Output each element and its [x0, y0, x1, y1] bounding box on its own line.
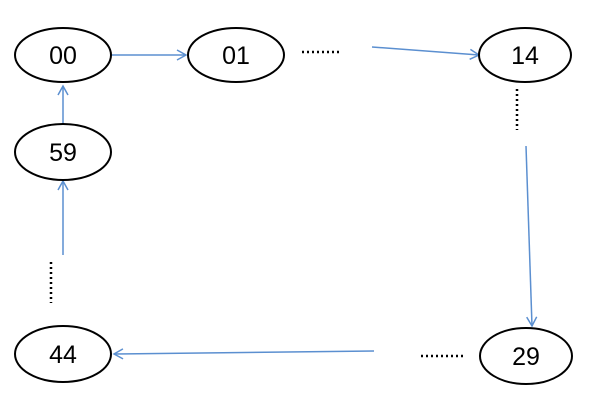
node-label: 29 [512, 343, 540, 371]
node-00: 00 [14, 27, 112, 83]
node-label: 01 [222, 42, 250, 70]
node-01: 01 [187, 27, 285, 83]
node-59: 59 [14, 123, 112, 181]
ellipsis-gaps [49, 50, 519, 358]
arrow-dots-to-44 [112, 348, 375, 360]
node-label: 14 [511, 42, 539, 70]
node-label: 44 [49, 341, 77, 369]
node-label: 59 [49, 139, 77, 167]
arrow-dots-to-29 [525, 145, 538, 328]
node-44: 44 [14, 325, 112, 383]
node-29: 29 [479, 327, 573, 385]
node-14: 14 [478, 27, 572, 83]
arrows [57, 46, 538, 360]
arrow-dots-to-14 [371, 46, 481, 60]
node-label: 00 [49, 42, 77, 70]
